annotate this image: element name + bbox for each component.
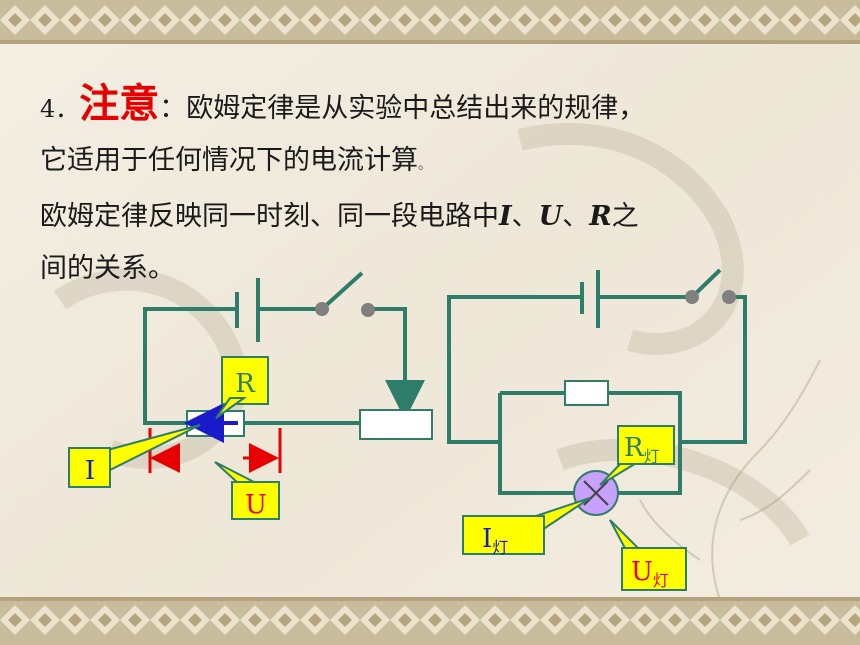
right-wire-right [680,295,747,444]
var-i: I [499,201,512,232]
right-u-subscript: 灯 [653,571,669,590]
left-r-callout: R [215,356,269,419]
text-line-3: 欧姆定律反映同一时刻、同一段电路中I、U、R之 [40,191,840,243]
line3-text: 欧姆定律反映同一时刻、同一段电路中 [40,201,499,232]
left-u-callout: U [214,461,280,520]
colon: ： [159,93,187,124]
right-lamp-cross [583,480,609,506]
right-parallel-loop [498,391,682,495]
right-switch-contact [722,290,736,304]
right-i-subscript: 灯 [492,538,508,557]
right-r-label: R [624,433,645,463]
left-switch-pivot [315,302,329,316]
text-line-2: 它适用于任何情况下的电流计算。 [40,135,840,191]
text-line-1: 4．注意：欧姆定律是从实验中总结出来的规律， [40,78,840,135]
left-i-callout: I [68,424,201,488]
note-heading: 注意 [79,81,160,127]
left-switch-contact [361,303,375,317]
right-switch-pivot [685,290,699,304]
var-u: U [538,201,563,232]
right-i-label: I [482,524,492,554]
var-r: R [589,201,612,232]
line3-end: 之 [611,201,639,232]
right-resistor [564,380,609,406]
right-wire-left [447,295,582,444]
right-circuit [447,268,747,495]
svg-text:R灯: R灯 [624,433,660,466]
right-u-label: U [631,557,653,587]
svg-text:I灯: I灯 [482,524,508,557]
sep-1: 、 [511,201,539,232]
item-number: 4． [40,95,80,123]
right-u-callout: U灯 [609,519,687,591]
line4-text: 间的关系。 [40,253,175,284]
left-switch-blade [320,271,364,311]
right-i-callout: I灯 [462,497,591,557]
left-u-label: U [245,490,267,520]
left-voltage-markers [148,428,282,473]
svg-text:U灯: U灯 [631,557,669,590]
line2-text: 它适用于任何情况下的电流计算 [40,145,418,176]
right-r-subscript: 灯 [644,447,660,466]
left-wire [143,307,360,425]
left-r-label: R [235,369,256,399]
sep-2: 、 [562,201,590,232]
left-rheostat [359,409,433,440]
explanation-text: 4．注意：欧姆定律是从实验中总结出来的规律， 它适用于任何情况下的电流计算。 欧… [40,78,840,295]
text-line-4: 间的关系。 [40,243,840,295]
left-circuit [143,271,425,425]
right-r-callout: R灯 [599,425,675,486]
line1-text: 欧姆定律是从实验中总结出来的规律， [186,93,646,124]
left-i-label: I [85,456,95,486]
left-wire-right [368,307,425,420]
line2-period: 。 [418,157,432,173]
